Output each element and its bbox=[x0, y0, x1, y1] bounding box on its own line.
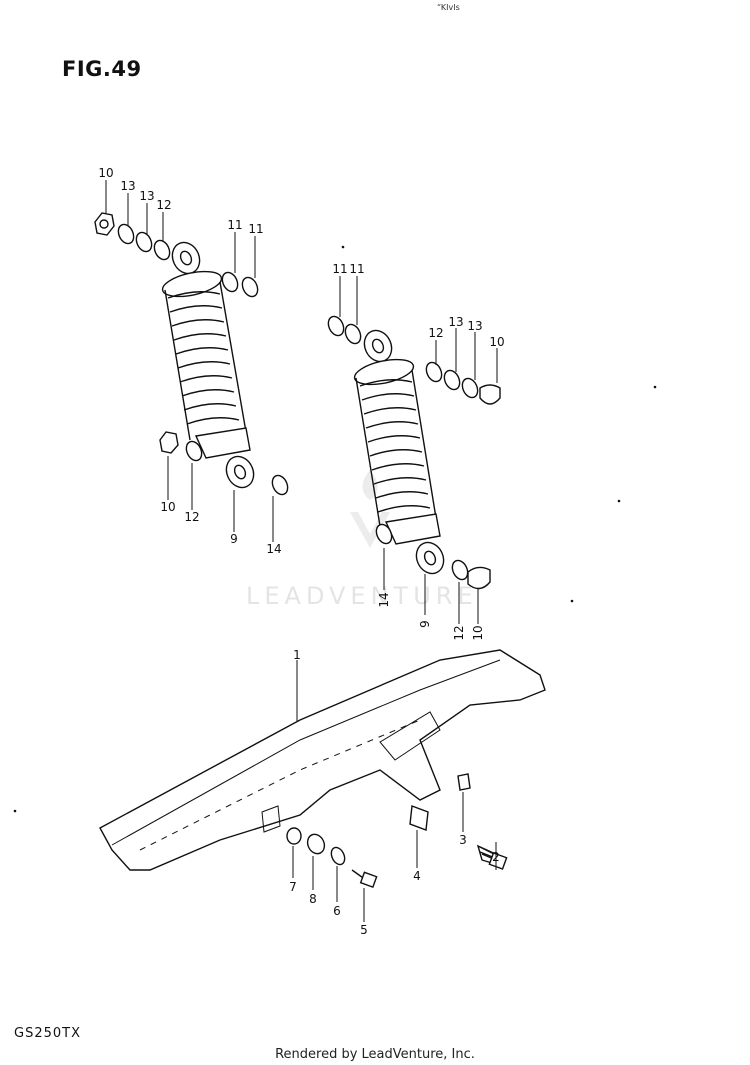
callout-11[interactable]: 11 bbox=[349, 262, 365, 276]
callout-14[interactable]: 14 bbox=[266, 542, 282, 556]
callout-5[interactable]: 5 bbox=[360, 923, 368, 937]
callout-11[interactable]: 11 bbox=[332, 262, 348, 276]
callout-11[interactable]: 11 bbox=[227, 218, 243, 232]
callout-10[interactable]: 10 bbox=[160, 500, 176, 514]
left-shock-absorber[interactable] bbox=[160, 238, 258, 492]
footer-credit: Rendered by LeadVenture, Inc. bbox=[275, 1047, 475, 1062]
callout-12[interactable]: 12 bbox=[452, 625, 466, 641]
left-lower-hardware[interactable] bbox=[159, 431, 291, 497]
chain-case[interactable] bbox=[99, 649, 546, 871]
watermark-text: LEADVENTURE bbox=[246, 582, 478, 610]
callout-10[interactable]: 10 bbox=[471, 625, 485, 641]
callout-12[interactable]: 12 bbox=[156, 198, 172, 212]
callout-9[interactable]: 9 bbox=[418, 620, 432, 628]
model-code: GS250TX bbox=[14, 1026, 81, 1041]
right-upper-hardware[interactable] bbox=[325, 314, 501, 405]
callout-13[interactable]: 13 bbox=[448, 315, 464, 329]
left-shock-spring bbox=[164, 281, 247, 441]
callout-1[interactable]: 1 bbox=[293, 648, 301, 662]
callout-6[interactable]: 6 bbox=[333, 904, 341, 918]
callout-12[interactable]: 12 bbox=[184, 510, 200, 524]
callout-13[interactable]: 13 bbox=[120, 179, 136, 193]
callout-10[interactable]: 10 bbox=[489, 335, 505, 349]
callout-8[interactable]: 8 bbox=[309, 892, 317, 906]
callout-10[interactable]: 10 bbox=[98, 166, 114, 180]
figure-title: FIG.49 bbox=[62, 57, 142, 81]
right-lower-hardware[interactable] bbox=[373, 522, 491, 590]
top-mark: “KIvIs bbox=[437, 3, 460, 12]
callout-2[interactable]: 2 bbox=[492, 850, 500, 864]
callout-12[interactable]: 12 bbox=[428, 326, 444, 340]
callout-13[interactable]: 13 bbox=[467, 319, 483, 333]
right-shock-absorber[interactable] bbox=[352, 326, 448, 578]
callout-9[interactable]: 9 bbox=[230, 532, 238, 546]
leadventure-logo-watermark bbox=[350, 470, 390, 548]
callout-3[interactable]: 3 bbox=[459, 833, 467, 847]
callout-4[interactable]: 4 bbox=[413, 869, 421, 883]
left-upper-hardware[interactable] bbox=[94, 212, 261, 299]
leader-lines bbox=[105, 180, 498, 922]
right-shock-spring bbox=[355, 369, 437, 527]
callout-7[interactable]: 7 bbox=[289, 880, 297, 894]
callout-11[interactable]: 11 bbox=[248, 222, 264, 236]
callout-13[interactable]: 13 bbox=[139, 189, 155, 203]
callout-14[interactable]: 14 bbox=[377, 592, 391, 608]
